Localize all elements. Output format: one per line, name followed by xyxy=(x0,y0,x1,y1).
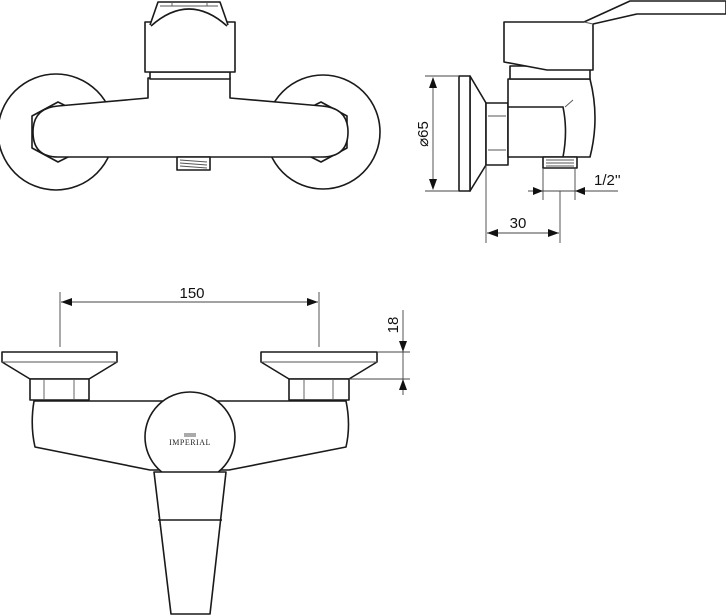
lever-arc xyxy=(150,8,228,27)
side-view: ⌀65 1/2'' 30 xyxy=(415,0,726,243)
arrow xyxy=(533,187,543,195)
dim-flange-diameter: ⌀65 xyxy=(415,121,432,147)
cartridge-housing xyxy=(144,21,236,73)
arrow xyxy=(429,179,437,190)
right-flange-front xyxy=(260,351,378,380)
outlet-thread-side xyxy=(542,156,578,169)
arrow xyxy=(399,341,407,352)
left-flange-front xyxy=(1,351,118,380)
arrow xyxy=(487,229,498,237)
lever-handle-front xyxy=(153,471,227,615)
lever-handle-side xyxy=(503,0,726,71)
front-view: IMPERIAL 150 18 xyxy=(1,285,410,615)
lever-cap xyxy=(149,1,229,26)
arrow xyxy=(61,298,72,306)
wall-flange-side xyxy=(458,75,471,192)
mixer-body-side xyxy=(507,78,596,158)
dim-flange-depth: 18 xyxy=(385,317,402,334)
dim-inlet-spacing: 150 xyxy=(179,285,204,302)
cartridge-dome xyxy=(144,391,236,483)
mixer-body-top xyxy=(32,77,349,158)
body-contour xyxy=(508,106,567,158)
flange-cone xyxy=(469,75,487,192)
arrow xyxy=(429,77,437,88)
left-nut-front xyxy=(29,378,90,401)
top-view xyxy=(0,1,381,191)
right-nut-front xyxy=(288,378,350,401)
brand-logo: IMPERIAL xyxy=(169,438,211,447)
thread-hatch xyxy=(179,159,208,169)
dim-wall-to-outlet: 30 xyxy=(510,215,527,232)
arrow xyxy=(307,298,318,306)
arrow xyxy=(575,187,585,195)
dim-thread-size: 1/2'' xyxy=(594,172,621,189)
arrow xyxy=(548,229,559,237)
arrow xyxy=(399,379,407,390)
hex-nut-side xyxy=(485,102,509,166)
logo-mark xyxy=(184,433,196,437)
cartridge-ring xyxy=(149,71,231,80)
